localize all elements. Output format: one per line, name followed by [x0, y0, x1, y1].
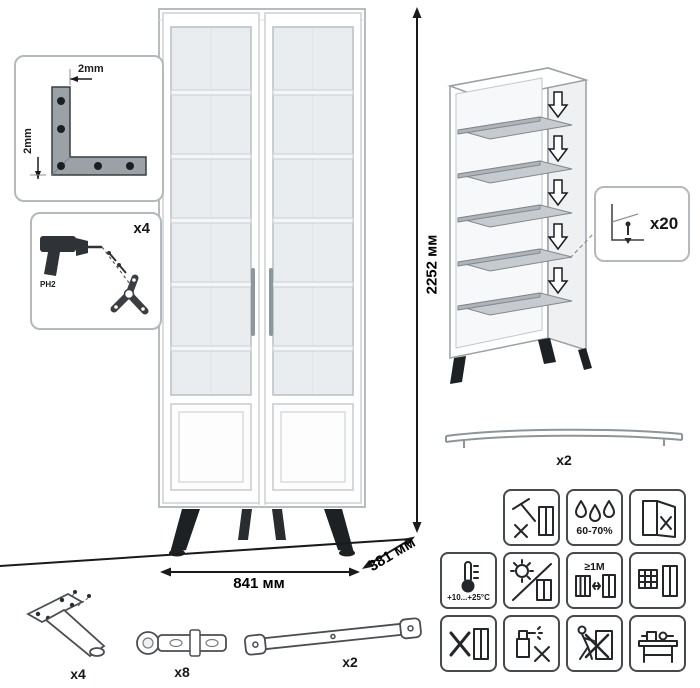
care-cell-window-placement	[629, 552, 686, 609]
no-drag-icon	[449, 627, 489, 660]
rail-icon	[445, 428, 683, 448]
no-solvent-icon	[515, 625, 550, 662]
leg-part-icon	[26, 590, 106, 658]
door-handle-right	[269, 268, 273, 336]
door-handle-left	[251, 268, 255, 336]
exploded-shelf-view	[447, 66, 596, 384]
care-cell-temperature: +10...+25°C	[440, 552, 497, 609]
open-door-warning-icon	[641, 499, 676, 538]
hinge-icon	[136, 629, 227, 657]
care-cell-no-abrasive	[503, 489, 560, 546]
cabinet-leg	[170, 509, 200, 553]
care-cell-workbench	[629, 615, 686, 672]
brace-icon	[244, 617, 422, 656]
shelf-pin-icon	[611, 204, 644, 244]
no-abrasive-cleaning-icon	[511, 497, 554, 538]
leg-mount-count-label: x4	[133, 220, 150, 237]
brace-count-label: x2	[342, 654, 358, 670]
care-cell-no-solvent	[503, 615, 560, 672]
window-placement-icon	[637, 564, 678, 597]
no-push-loaded-icon	[577, 625, 613, 660]
insert-arrow-icon	[547, 91, 569, 295]
care-cell-no-drag	[440, 615, 497, 672]
hinge-count-label: x8	[174, 664, 190, 680]
cabinet-front-drawing	[158, 8, 366, 557]
care-cell-sunlight	[503, 552, 560, 609]
care-cell-humidity: 60-70%	[566, 489, 623, 546]
corner-gap-top-label: 2mm	[78, 63, 104, 75]
care-cell-door-warning	[629, 489, 686, 546]
shelf-pin-callout-box: x20	[594, 186, 690, 262]
humidity-value-label: 60-70%	[576, 524, 613, 537]
heater-distance-icon	[574, 574, 616, 599]
avoid-sunlight-icon	[509, 558, 552, 601]
assembly-workbench-icon	[637, 630, 678, 663]
leg-count-label: x4	[70, 666, 86, 682]
shelf-pin-count-label: x20	[649, 214, 679, 233]
care-cell-heater-distance: ≥1M	[566, 552, 623, 609]
cabinet-leg	[324, 509, 354, 553]
drill-icon	[40, 236, 149, 315]
temperature-icon	[461, 561, 479, 593]
distance-value-label: ≥1M	[584, 560, 605, 573]
corner-bracket-icon	[30, 69, 147, 179]
rail-count-label: x2	[556, 452, 572, 468]
corner-gap-detail-box: 2mm 2mm	[14, 55, 164, 202]
temperature-value-label: +10...+25°C	[447, 593, 490, 602]
care-cell-no-push	[566, 615, 623, 672]
bit-size-label: PH2	[40, 280, 56, 289]
corner-gap-side-label: 2mm	[22, 128, 34, 154]
leg-mounting-detail-box: x4 PH2	[30, 212, 162, 330]
width-dimension-label: 841 мм	[233, 575, 285, 592]
humidity-icon	[574, 499, 615, 522]
